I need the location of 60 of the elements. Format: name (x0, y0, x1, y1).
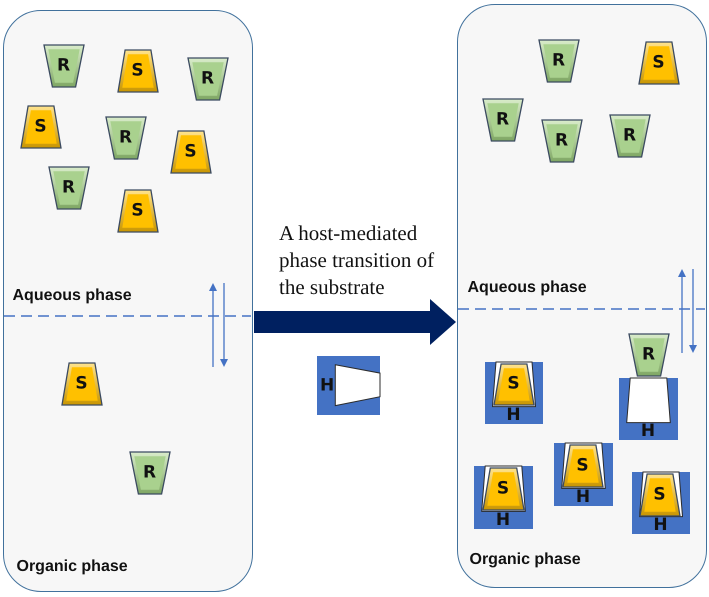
vial (457, 4, 707, 588)
molecule-block (170, 130, 212, 174)
host-label: H (576, 488, 590, 506)
phase-label: Aqueous phase (468, 278, 587, 296)
molecule-label: S (576, 457, 589, 474)
molecule-block (492, 362, 534, 406)
host-block (317, 356, 380, 415)
molecule-block (128, 450, 170, 494)
phase-label: Organic phase (16, 556, 128, 576)
molecule-label: R (56, 57, 70, 74)
molecule-block (538, 38, 580, 82)
molecule-block (540, 118, 582, 162)
molecule-block (116, 48, 158, 92)
molecule-block (482, 98, 524, 142)
molecule-label: R (118, 129, 132, 146)
host-block (632, 472, 690, 534)
edge-label: A host-mediated phase transition of the substrate (279, 220, 436, 301)
molecule-label: R (62, 179, 76, 196)
molecule-block (116, 188, 158, 232)
molecule-label: R (142, 464, 156, 481)
molecule-block (42, 44, 84, 88)
host-block (618, 378, 678, 440)
host-block (474, 466, 532, 528)
host-label: H (653, 516, 668, 534)
host-label: H (640, 422, 656, 440)
molecule-block (104, 116, 146, 160)
molecule-label: S (184, 143, 197, 160)
molecule-label: R (554, 132, 568, 149)
host-block (484, 362, 542, 424)
molecule-label: S (653, 486, 666, 503)
host-label: H (496, 512, 510, 528)
molecule-label: R (496, 111, 510, 128)
vial (3, 10, 253, 592)
molecule-block (60, 362, 102, 406)
molecule-block (482, 466, 524, 510)
molecule-label: R (622, 127, 636, 144)
molecule-block (638, 472, 680, 516)
arrow (254, 299, 456, 345)
molecule-block (48, 166, 90, 210)
phase-label: Organic phase (470, 550, 581, 568)
molecule-block (638, 40, 680, 84)
molecule-block (628, 332, 670, 376)
phase-label: Aqueous phase (12, 286, 132, 304)
host-block (554, 442, 612, 506)
host-label: H (506, 406, 521, 424)
molecule-block (608, 114, 650, 158)
host-label: H (320, 377, 334, 394)
molecule-block (562, 444, 604, 488)
molecule-label: S (131, 62, 144, 79)
molecule-block (186, 56, 228, 100)
molecule-label: S (652, 54, 665, 71)
molecule-label: S (131, 202, 144, 219)
molecule-label: S (34, 118, 47, 135)
molecule-label: R (200, 70, 214, 87)
molecule-label: R (552, 52, 566, 69)
molecule-label: S (496, 480, 510, 497)
molecule-label: S (75, 375, 88, 392)
molecule-label: S (507, 376, 520, 392)
molecule-block (20, 104, 62, 148)
molecule-label: R (642, 346, 656, 363)
